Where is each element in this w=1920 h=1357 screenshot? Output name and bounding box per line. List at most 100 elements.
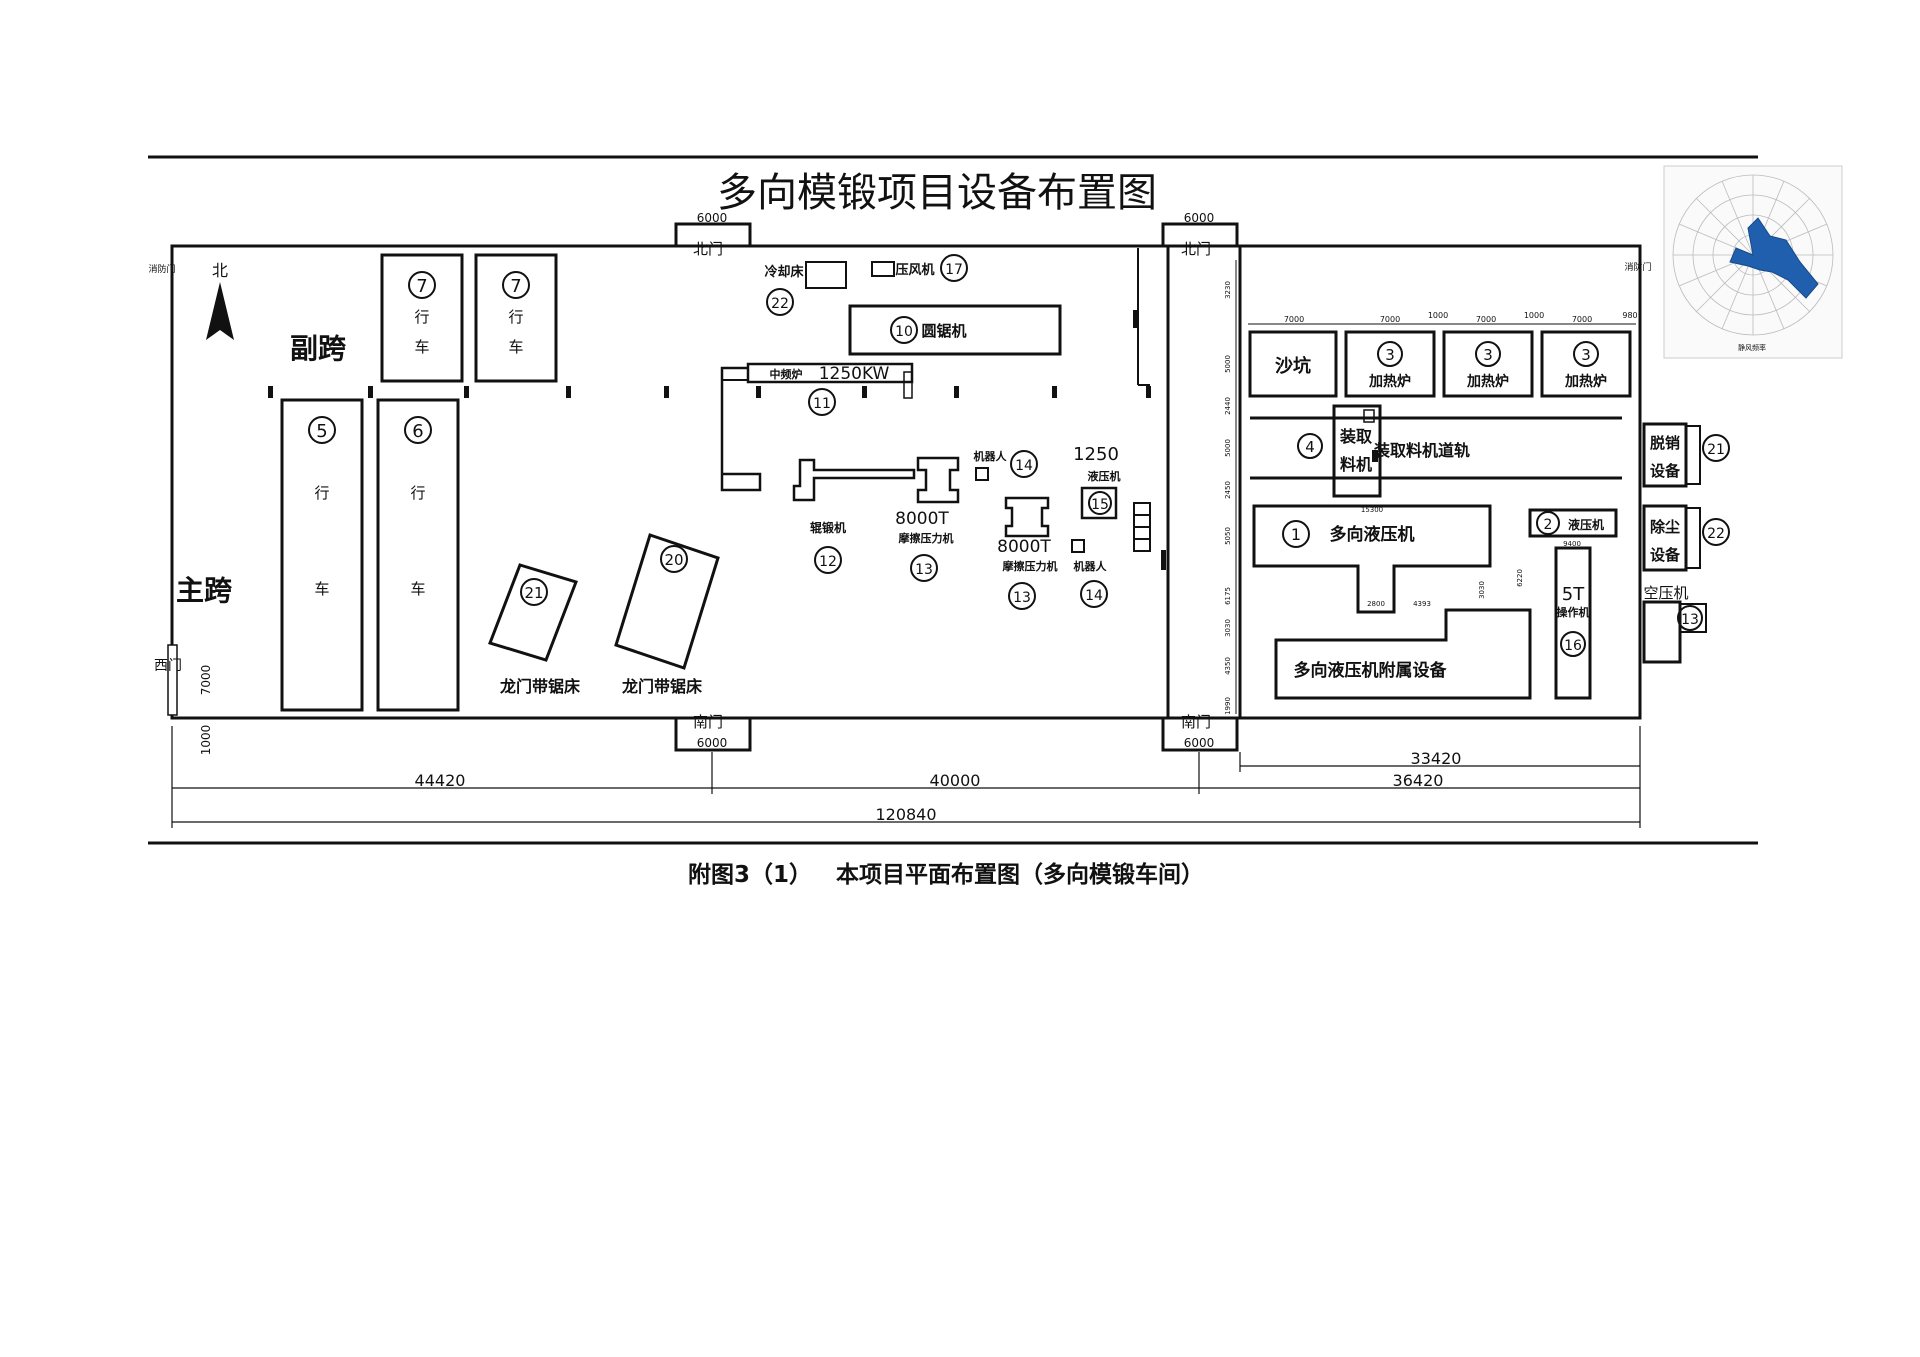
robot-a-number: 14 [1015, 458, 1033, 474]
robot-a-label: 机器人 [974, 449, 1008, 463]
denox-label-b: 设备 [1650, 462, 1681, 480]
cooling-bed [805, 261, 847, 289]
dim-heat-edge: 980 [1622, 311, 1637, 320]
sand-pit-label: 沙坑 [1275, 355, 1311, 377]
robot-b-label: 机器人 [1074, 559, 1108, 573]
mf-furnace-tail [903, 371, 913, 399]
hyd-1250-badge [1088, 491, 1112, 515]
mf-furnace-badge [808, 388, 836, 416]
mf-furnace-power: 1250KW [819, 364, 890, 384]
robot-a [975, 467, 989, 481]
screw-press-b-label: 摩擦压力机 [1003, 559, 1058, 573]
dim-west-door: 7000 [199, 665, 213, 696]
dim-heat-gap-1: 1000 [1428, 311, 1448, 320]
circular-saw-badge [890, 316, 918, 344]
loader-number: 4 [1305, 438, 1315, 456]
screw-press-b-number: 13 [1013, 590, 1031, 606]
hyd-press-2-label: 液压机 [1568, 517, 1604, 532]
loader-label-a: 装取 [1339, 427, 1372, 446]
dust-badge [1702, 518, 1730, 546]
left-building-outline [170, 222, 1170, 752]
dim-heat-4: 7000 [1572, 315, 1592, 324]
cooling-bed-badge [766, 288, 794, 316]
north-arrow-label: 北 [212, 261, 228, 280]
dim-heat-1: 7000 [1284, 315, 1304, 324]
hyd-1250-label: 1250 [1073, 444, 1119, 465]
crane-6-text-1: 行 [410, 484, 425, 502]
bottom-dimension-lines [171, 726, 1641, 828]
crane-7b-text-2: 车 [508, 338, 523, 356]
rolling-mill-label: 辊锻机 [810, 520, 846, 535]
dim-bottom-1: 44420 [415, 771, 466, 790]
robot-b-number: 14 [1085, 588, 1103, 604]
dim-bottom-total: 120840 [875, 805, 936, 824]
west-door-gap [167, 644, 178, 716]
north-arrow-icon [206, 282, 234, 340]
circular-saw-number: 10 [895, 324, 913, 340]
rolling-mill-number: 12 [819, 554, 837, 570]
screw-press-a-number: 13 [915, 562, 933, 578]
multi-press-label: 多向液压机 [1330, 524, 1415, 545]
cooling-bed-number: 22 [771, 296, 789, 312]
robot-b-badge [1080, 580, 1108, 608]
bandsaw-18-label: 龙门带锯床 [621, 677, 703, 696]
crane-6-number: 6 [412, 421, 423, 442]
dim-h4: 3030 [1478, 581, 1486, 599]
cooling-bed-label: 冷却床 [764, 264, 804, 280]
south-door-label-2: 南门 [1181, 713, 1211, 731]
hyd-1250-number: 15 [1091, 497, 1109, 513]
manipulator-16 [1554, 546, 1592, 700]
loader-rails [1250, 416, 1622, 480]
external-units [1642, 422, 1688, 664]
rolling-mill [792, 458, 916, 502]
manipulator-badge [1560, 631, 1586, 657]
furnace-b-label: 加热炉 [1466, 373, 1509, 390]
robot-b [1071, 539, 1085, 553]
multi-direction-press [1252, 504, 1492, 614]
loader-rail-label: 装取料机道轨 [1373, 441, 1470, 460]
screw-press-a [916, 456, 960, 504]
screw-press-b [1004, 496, 1050, 538]
mf-furnace-label: 中频炉 [770, 367, 803, 381]
dim-h1: 2800 [1367, 600, 1385, 608]
mf-furnace-number: 11 [813, 396, 831, 412]
crane-7a-text-2: 车 [414, 338, 429, 356]
crane-7b-number: 7 [510, 276, 521, 297]
west-door-label: 西门 [154, 658, 182, 674]
air-compressor-badge [1677, 605, 1703, 631]
rolling-mill-badge [814, 546, 842, 574]
dim-v10: 1990 [1224, 697, 1232, 715]
dim-v8: 3030 [1224, 619, 1232, 637]
dim-v4: 5000 [1224, 439, 1232, 457]
crane-7-units [380, 253, 558, 383]
external-unit-tabs [1680, 425, 1707, 633]
bandsaw-19-badge [520, 578, 548, 606]
hyd-1250-type: 液压机 [1088, 469, 1121, 483]
heating-furnaces [1344, 330, 1632, 398]
air-compressor-label: 空压机 [1643, 584, 1688, 602]
right-vertical-dims: 3230 5000 2440 5000 2450 5050 6175 3030 … [1224, 281, 1232, 715]
screw-press-a-badge [910, 554, 938, 582]
dim-south-door-1: 6000 [697, 736, 728, 750]
hyd-1250-press [1080, 486, 1118, 520]
dim-press2-length: 9400 [1563, 540, 1581, 548]
dim-bottom-2: 40000 [930, 771, 981, 790]
heating-dims: 7000 7000 1000 7000 1000 7000 980 [1284, 311, 1638, 324]
north-door-label-1: 北门 [693, 240, 723, 258]
loader-rail-stop [1372, 450, 1378, 462]
right-building-outline [1160, 222, 1642, 752]
north-door-label-2: 北门 [1181, 240, 1211, 258]
crane-5-text-2: 车 [314, 580, 329, 598]
circular-saw [848, 304, 1062, 356]
crane-6-text-2: 车 [410, 580, 425, 598]
diagram-title: 多向模锻项目设备布置图 [717, 170, 1157, 216]
air-compressor-number: 13 [1681, 612, 1699, 628]
dim-h2: 4393 [1413, 600, 1431, 608]
sand-pit [1248, 330, 1338, 398]
loader-machine [1332, 404, 1382, 498]
dim-v6: 5050 [1224, 527, 1232, 545]
dim-heat-3: 7000 [1476, 315, 1496, 324]
south-door-label-1: 南门 [693, 713, 723, 731]
dim-v2: 5000 [1224, 355, 1232, 373]
